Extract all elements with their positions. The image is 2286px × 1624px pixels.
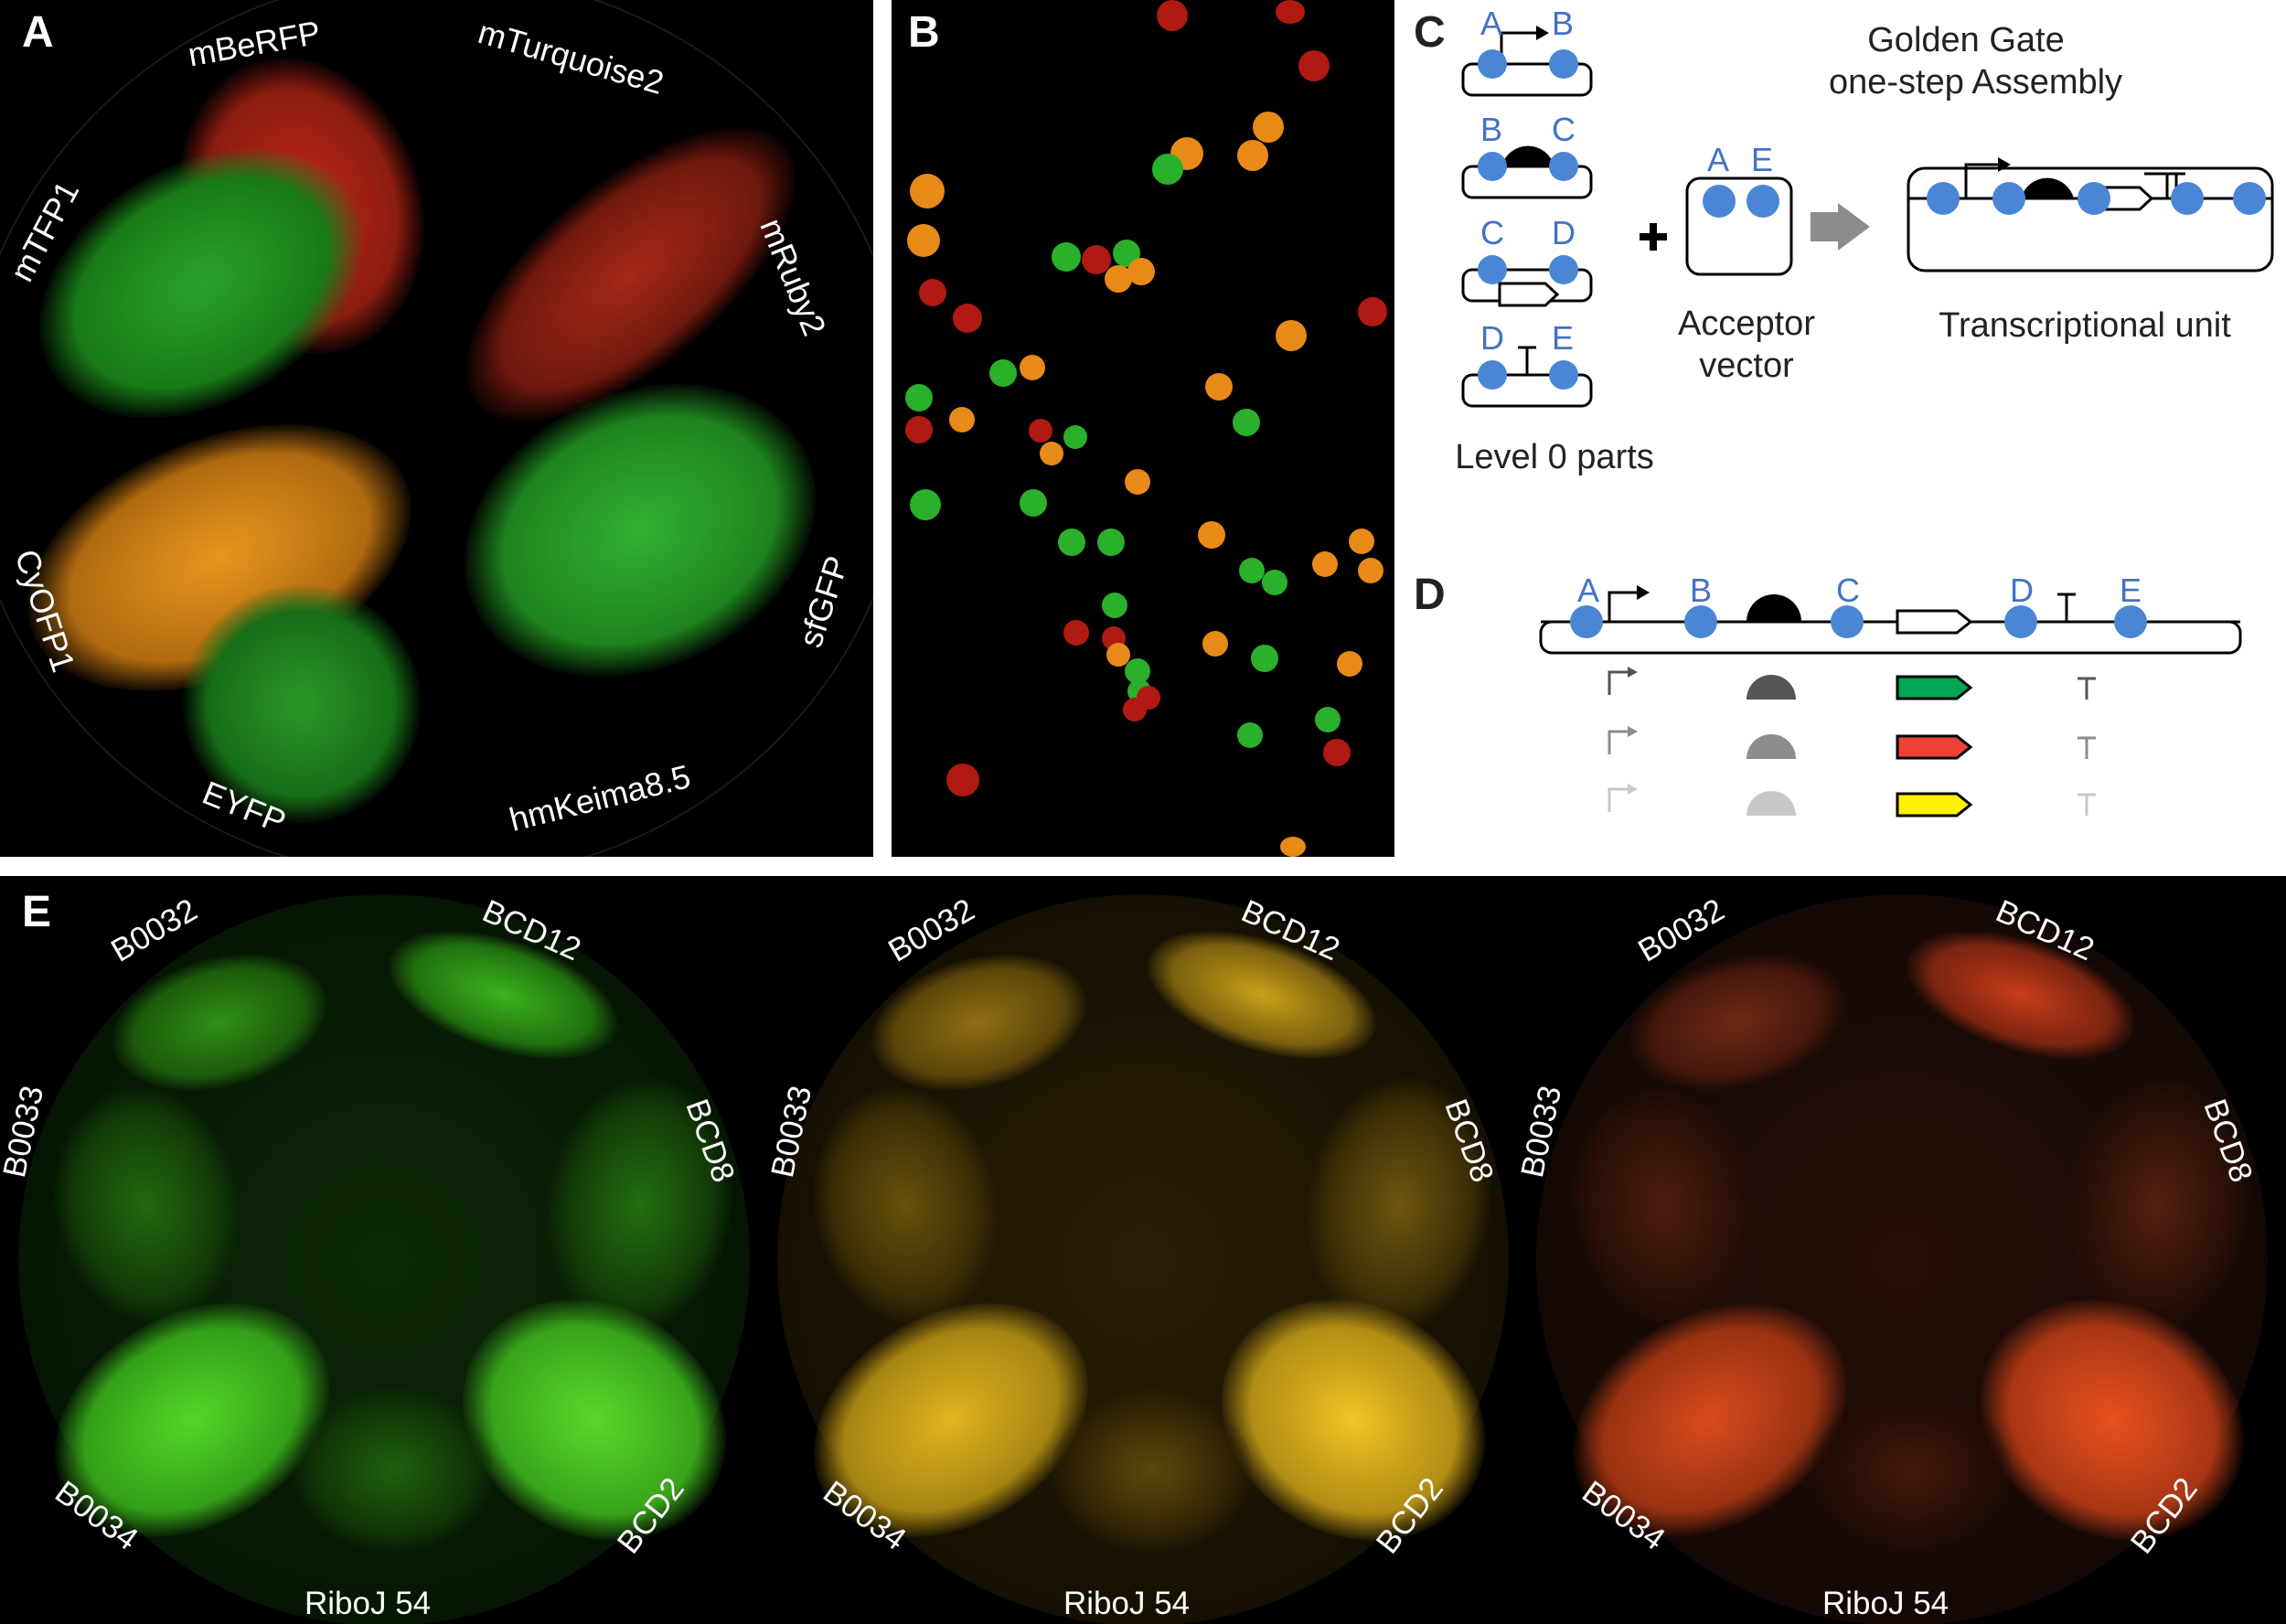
colony [1102, 593, 1127, 618]
colony [1358, 297, 1387, 326]
colony [1097, 529, 1125, 556]
colony [953, 304, 982, 333]
colony [1237, 140, 1268, 171]
colony [1276, 320, 1307, 351]
colony [1123, 698, 1147, 721]
panel-label-e: E [22, 888, 52, 936]
d-site-a: A [1577, 572, 1600, 609]
site-label-c: C [1480, 214, 1504, 251]
colony [1063, 620, 1089, 646]
colony [1251, 645, 1278, 672]
acceptor-site-a: A [1707, 141, 1730, 178]
site-label-b: B [1552, 5, 1575, 42]
rbs-label-riboj54: RiboJ 54 [1822, 1586, 1950, 1621]
transcriptional-unit-label: Transcriptional unit [1939, 306, 2231, 345]
d-site-b: B [1690, 572, 1713, 609]
colony [1063, 425, 1087, 449]
streak-riboj54 [1052, 1388, 1253, 1553]
acceptor-site-e: E [1751, 141, 1774, 178]
panel-a-plate: mBeRFP mTurquoise2 mTFP1 mRuby2 CyOFP1 s… [0, 0, 873, 857]
panel-label-a: A [22, 8, 54, 57]
streak-riboj54 [293, 1388, 494, 1553]
colony [1040, 442, 1063, 465]
colony [1020, 489, 1047, 517]
colony [1280, 837, 1306, 857]
d-site-e: E [2120, 572, 2142, 609]
colony [1312, 551, 1338, 577]
d-site-d: D [2010, 572, 2034, 609]
colony [1276, 0, 1305, 24]
colony [1349, 529, 1374, 554]
panel-c-schematic [1461, 26, 2274, 408]
colony [1233, 409, 1260, 436]
panel-label-b: B [908, 8, 940, 57]
site-label-a: A [1480, 5, 1503, 42]
site-label-c: C [1552, 111, 1576, 148]
colony [905, 384, 933, 411]
colony [1239, 558, 1265, 583]
panel-e-plates [0, 876, 2286, 1624]
colony [919, 279, 946, 306]
streak-riboj54 [1811, 1388, 2012, 1553]
colony [1020, 355, 1045, 380]
colony [1052, 242, 1081, 272]
colony [1127, 258, 1155, 285]
rbs-label-riboj54: RiboJ 54 [304, 1586, 432, 1621]
site-label-e: E [1552, 319, 1575, 357]
colony [1298, 50, 1330, 81]
colony [1202, 631, 1228, 657]
colony [1315, 707, 1341, 732]
colony [1082, 245, 1111, 274]
colony [1323, 739, 1351, 766]
colony [1337, 651, 1362, 677]
colony [1157, 0, 1188, 31]
colony [1253, 112, 1284, 143]
colony [1205, 373, 1233, 401]
colony [989, 359, 1017, 387]
panel-b-colonies [892, 0, 1394, 857]
level0-parts-label: Level 0 parts [1455, 438, 1654, 476]
colony [1237, 722, 1263, 748]
colony [1125, 469, 1150, 495]
d-site-c: C [1836, 572, 1860, 609]
rbs-label-riboj54: RiboJ 54 [1063, 1586, 1191, 1621]
colony [1198, 521, 1225, 549]
colony [1029, 419, 1052, 443]
panel-d-schematic [1539, 585, 2242, 817]
site-label-d: D [1480, 319, 1504, 357]
colony [907, 224, 940, 257]
panel-label-c: C [1414, 8, 1446, 57]
site-label-b: B [1480, 111, 1503, 148]
colony [1358, 558, 1383, 583]
panel-label-d: D [1414, 571, 1446, 619]
colony [1262, 570, 1287, 595]
colony [949, 407, 975, 433]
site-label-d: D [1552, 214, 1576, 251]
colony [910, 174, 945, 208]
colony [1152, 154, 1183, 185]
colony [1058, 529, 1085, 556]
colony [905, 416, 933, 443]
colony [946, 764, 979, 796]
colony [1106, 643, 1130, 667]
colony [910, 489, 941, 520]
